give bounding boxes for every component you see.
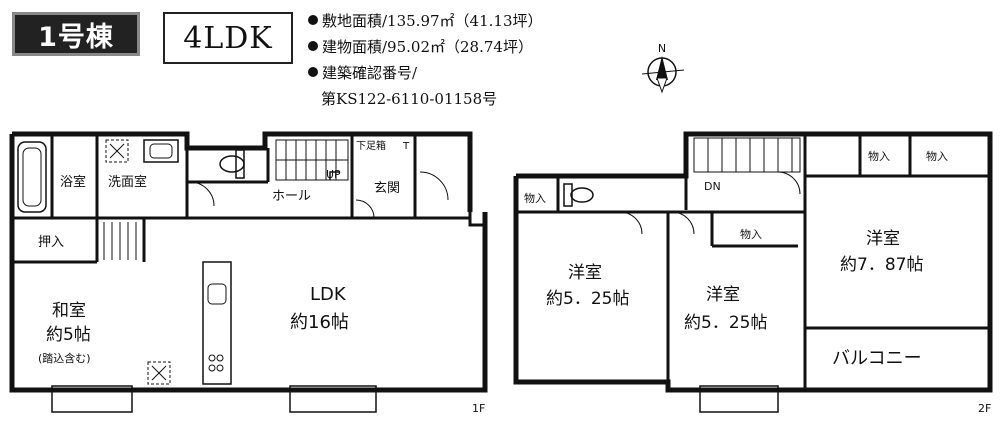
genkan-label: 玄関	[374, 181, 400, 196]
yoshitsu1-name: 洋室	[568, 263, 602, 283]
yoshitsu1-size: 約5．25帖	[546, 289, 629, 309]
yoshitsu2-size: 約5．25帖	[684, 313, 767, 333]
washitsu-name: 和室	[52, 301, 86, 321]
floor2-interior-walls	[516, 134, 990, 390]
floor2-windows	[699, 385, 779, 413]
monoire-top2-label: 物入	[926, 149, 948, 163]
washitsu-note: (踏込含む)	[38, 351, 91, 365]
layout-type: 4LDK	[183, 20, 273, 56]
monoire-left-label: 物入	[524, 191, 546, 205]
floor2-labels: 物入 DN 物入 物入 物入 洋室 約5．25帖 洋室 約5．25帖 洋室 約7…	[524, 149, 991, 415]
floor1-windows	[51, 385, 377, 413]
floor1-doors	[189, 171, 449, 219]
washitsu-size: 約5帖	[46, 325, 91, 345]
yoshitsu3-name: 洋室	[866, 229, 900, 249]
info-line-permit-label: 建築確認番号/	[308, 62, 417, 83]
bullet-icon	[308, 67, 318, 77]
shoe-storage-label: 下足箱	[356, 139, 386, 152]
monoire-top1-label: 物入	[868, 149, 890, 163]
bullet-icon	[308, 15, 318, 25]
layout-type-box: 4LDK	[163, 12, 293, 64]
floor2-stairs	[693, 137, 801, 173]
balcony-label: バルコニー	[832, 348, 922, 369]
compass-icon: N	[641, 42, 685, 94]
bath-label: 浴室	[60, 174, 86, 190]
hall-label: ホール	[272, 189, 311, 204]
yoshitsu3-size: 約7．87帖	[840, 255, 923, 275]
floor2-plan	[513, 131, 993, 413]
floor1-stairs	[275, 139, 349, 181]
t-mark-label: T	[402, 141, 410, 152]
floor1-plan	[9, 131, 488, 413]
floor2-label: 2F	[978, 402, 991, 415]
monoire-mid-label: 物入	[740, 227, 762, 241]
floor2-doors	[619, 171, 801, 235]
compass-north-label: N	[658, 42, 666, 55]
info-line-site-area: 敷地面積/135.97㎡（41.13坪）	[308, 10, 542, 31]
floor1-label: 1F	[472, 402, 485, 415]
floor1-interior-walls	[12, 134, 470, 264]
washroom-label: 洗面室	[108, 174, 147, 190]
bullet-icon	[308, 41, 318, 51]
info-line-permit-number: 第KS122-6110-01158号	[321, 90, 498, 108]
stairs-up-label: UP	[326, 168, 341, 181]
building-label-badge: 1号棟	[12, 12, 140, 56]
floor1-labels: 浴室 洗面室 ホール 玄関 下足箱 T UP 押入 和室 約5帖 (踏込含む) …	[38, 139, 485, 415]
stairs-down-label: DN	[704, 180, 721, 193]
ldk-name: LDK	[310, 284, 347, 305]
info-line-building-area: 建物面積/95.02㎡（28.74坪）	[308, 36, 533, 57]
ldk-size: 約16帖	[290, 312, 349, 333]
floor2-outer-walls	[513, 131, 993, 393]
building-label: 1号棟	[38, 21, 114, 53]
oshiire-label: 押入	[38, 235, 64, 250]
yoshitsu2-name: 洋室	[706, 285, 740, 305]
